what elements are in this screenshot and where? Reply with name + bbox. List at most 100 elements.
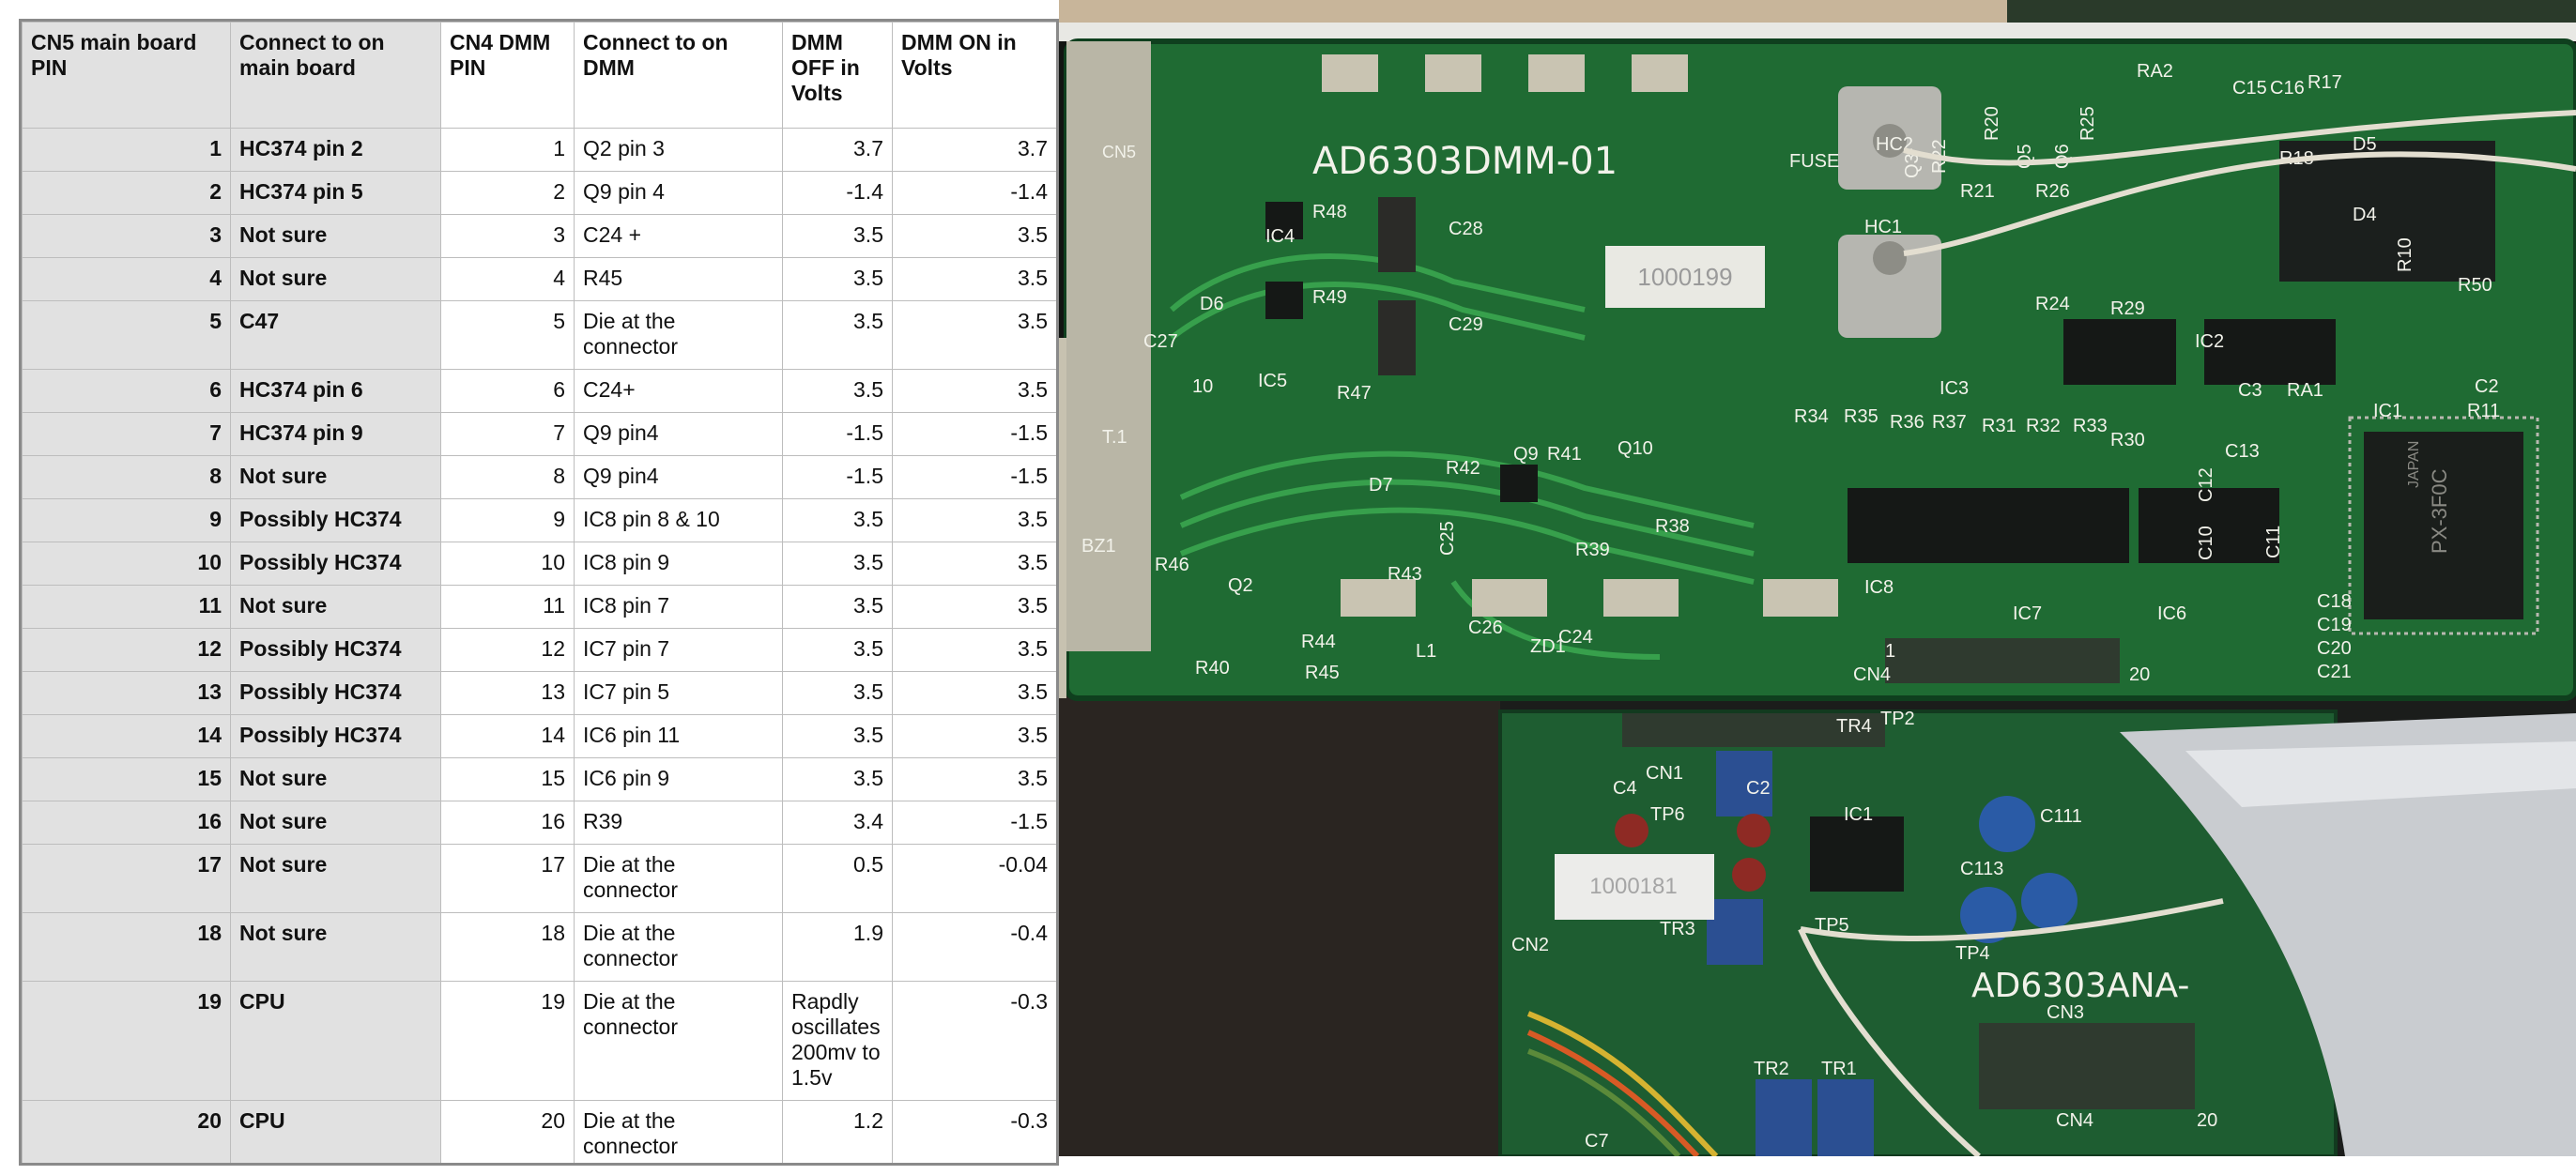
cell-dmm-connection: IC7 pin 7: [574, 628, 783, 672]
cell-cn4-pin: 4: [440, 257, 575, 301]
svg-text:C28: C28: [1449, 219, 1483, 239]
cell-main-board-connection: Possibly HC374: [230, 628, 441, 672]
cell-dmm-on-volts: -1.5: [892, 801, 1056, 845]
cell-cn5-pin: 12: [22, 628, 231, 672]
cell-dmm-connection: C24 +: [574, 214, 783, 258]
svg-text:R17: R17: [2308, 72, 2342, 93]
header-dmm-on-volts: DMM ON in Volts: [892, 22, 1056, 129]
cell-dmm-connection: IC8 pin 9: [574, 542, 783, 586]
cell-dmm-connection: IC7 pin 5: [574, 671, 783, 715]
svg-text:IC6: IC6: [2157, 603, 2186, 624]
svg-text:R26: R26: [2035, 181, 2070, 202]
svg-text:C24: C24: [1558, 627, 1593, 648]
svg-text:C113: C113: [1960, 859, 2003, 879]
svg-text:R44: R44: [1301, 632, 1336, 652]
cell-dmm-on-volts: -0.3: [892, 981, 1056, 1101]
cell-dmm-on-volts: 3.5: [892, 628, 1056, 672]
cell-dmm-connection: IC6 pin 11: [574, 714, 783, 758]
cell-dmm-off-volts: 3.5: [782, 257, 893, 301]
table-header-row: CN5 main board PIN Connect to on main bo…: [22, 22, 1056, 129]
svg-text:C12: C12: [2196, 467, 2216, 502]
cell-dmm-off-volts: 0.5: [782, 844, 893, 913]
cell-cn5-pin: 1: [22, 128, 231, 172]
svg-text:TP2: TP2: [1880, 709, 1915, 729]
cell-dmm-on-volts: -1.5: [892, 412, 1056, 456]
svg-text:L1: L1: [1416, 641, 1436, 662]
svg-text:TR1: TR1: [1821, 1059, 1857, 1079]
cell-main-board-connection: HC374 pin 6: [230, 369, 441, 413]
cell-dmm-connection: C24+: [574, 369, 783, 413]
svg-text:CN5: CN5: [1102, 143, 1136, 161]
svg-text:C29: C29: [1449, 314, 1483, 335]
svg-text:R36: R36: [1890, 412, 1924, 433]
cell-cn5-pin: 18: [22, 912, 231, 982]
svg-text:D5: D5: [2353, 134, 2377, 155]
svg-text:CN4: CN4: [2056, 1110, 2093, 1131]
cell-dmm-on-volts: -1.4: [892, 171, 1056, 215]
cell-dmm-off-volts: 3.5: [782, 585, 893, 629]
svg-text:TP6: TP6: [1650, 804, 1685, 825]
svg-text:20: 20: [2197, 1110, 2217, 1131]
cell-dmm-connection: Q9 pin 4: [574, 171, 783, 215]
cell-dmm-off-volts: 3.5: [782, 542, 893, 586]
svg-text:C19: C19: [2317, 615, 2352, 635]
cell-cn4-pin: 13: [440, 671, 575, 715]
cell-main-board-connection: Possibly HC374: [230, 671, 441, 715]
svg-text:C21: C21: [2317, 662, 2352, 682]
svg-text:D4: D4: [2353, 205, 2377, 225]
svg-text:TR4: TR4: [1836, 716, 1872, 737]
cell-cn5-pin: 7: [22, 412, 231, 456]
svg-text:R32: R32: [2026, 416, 2061, 436]
svg-text:C7: C7: [1585, 1131, 1609, 1152]
cell-main-board-connection: Not sure: [230, 257, 441, 301]
svg-text:C27: C27: [1143, 331, 1178, 352]
cell-main-board-connection: Possibly HC374: [230, 498, 441, 542]
cell-cn5-pin: 13: [22, 671, 231, 715]
cell-dmm-on-volts: 3.5: [892, 757, 1056, 801]
cell-dmm-on-volts: 3.5: [892, 671, 1056, 715]
svg-text:C20: C20: [2317, 638, 2352, 659]
cell-dmm-on-volts: 3.5: [892, 369, 1056, 413]
cell-main-board-connection: Not sure: [230, 844, 441, 913]
cell-dmm-connection: Q9 pin4: [574, 455, 783, 499]
svg-text:C111: C111: [2040, 806, 2082, 827]
cell-cn5-pin: 20: [22, 1100, 231, 1163]
cell-cn4-pin: 12: [440, 628, 575, 672]
cell-cn4-pin: 3: [440, 214, 575, 258]
cell-dmm-on-volts: -1.5: [892, 455, 1056, 499]
cell-dmm-off-volts: 3.7: [782, 128, 893, 172]
cell-dmm-connection: IC6 pin 9: [574, 757, 783, 801]
cell-dmm-connection: IC8 pin 8 & 10: [574, 498, 783, 542]
cell-cn4-pin: 10: [440, 542, 575, 586]
svg-text:R49: R49: [1312, 287, 1347, 308]
cell-dmm-off-volts: 3.5: [782, 628, 893, 672]
circuit-board-photo: 1000199 AD6303DMM-01 JAPAN PX-3F0C CN5 F…: [1059, 0, 2576, 1156]
cell-dmm-on-volts: -0.04: [892, 844, 1056, 913]
pinout-table: CN5 main board PIN Connect to on main bo…: [22, 22, 1056, 1163]
svg-text:C16: C16: [2270, 78, 2305, 99]
svg-text:R41: R41: [1547, 444, 1582, 465]
header-dmm-connection: Connect to on DMM: [574, 22, 783, 129]
svg-text:R45: R45: [1305, 663, 1340, 683]
cell-cn4-pin: 11: [440, 585, 575, 629]
svg-text:1: 1: [1885, 641, 1895, 662]
svg-text:JAPAN: JAPAN: [2406, 441, 2422, 488]
svg-text:PX-3F0C: PX-3F0C: [2428, 468, 2451, 554]
cell-cn5-pin: 15: [22, 757, 231, 801]
pinout-table-panel: CN5 main board PIN Connect to on main bo…: [19, 19, 1059, 1166]
cell-dmm-on-volts: 3.7: [892, 128, 1056, 172]
svg-text:Q10: Q10: [1618, 438, 1653, 459]
svg-text:R38: R38: [1655, 516, 1690, 537]
svg-text:C2: C2: [1746, 778, 1771, 799]
cell-dmm-on-volts: 3.5: [892, 585, 1056, 629]
header-cn5-pin: CN5 main board PIN: [22, 22, 231, 129]
cell-main-board-connection: CPU: [230, 981, 441, 1101]
cell-main-board-connection: Not sure: [230, 455, 441, 499]
svg-text:R24: R24: [2035, 294, 2070, 314]
cell-dmm-off-volts: 3.5: [782, 714, 893, 758]
cell-dmm-off-volts: 3.5: [782, 214, 893, 258]
